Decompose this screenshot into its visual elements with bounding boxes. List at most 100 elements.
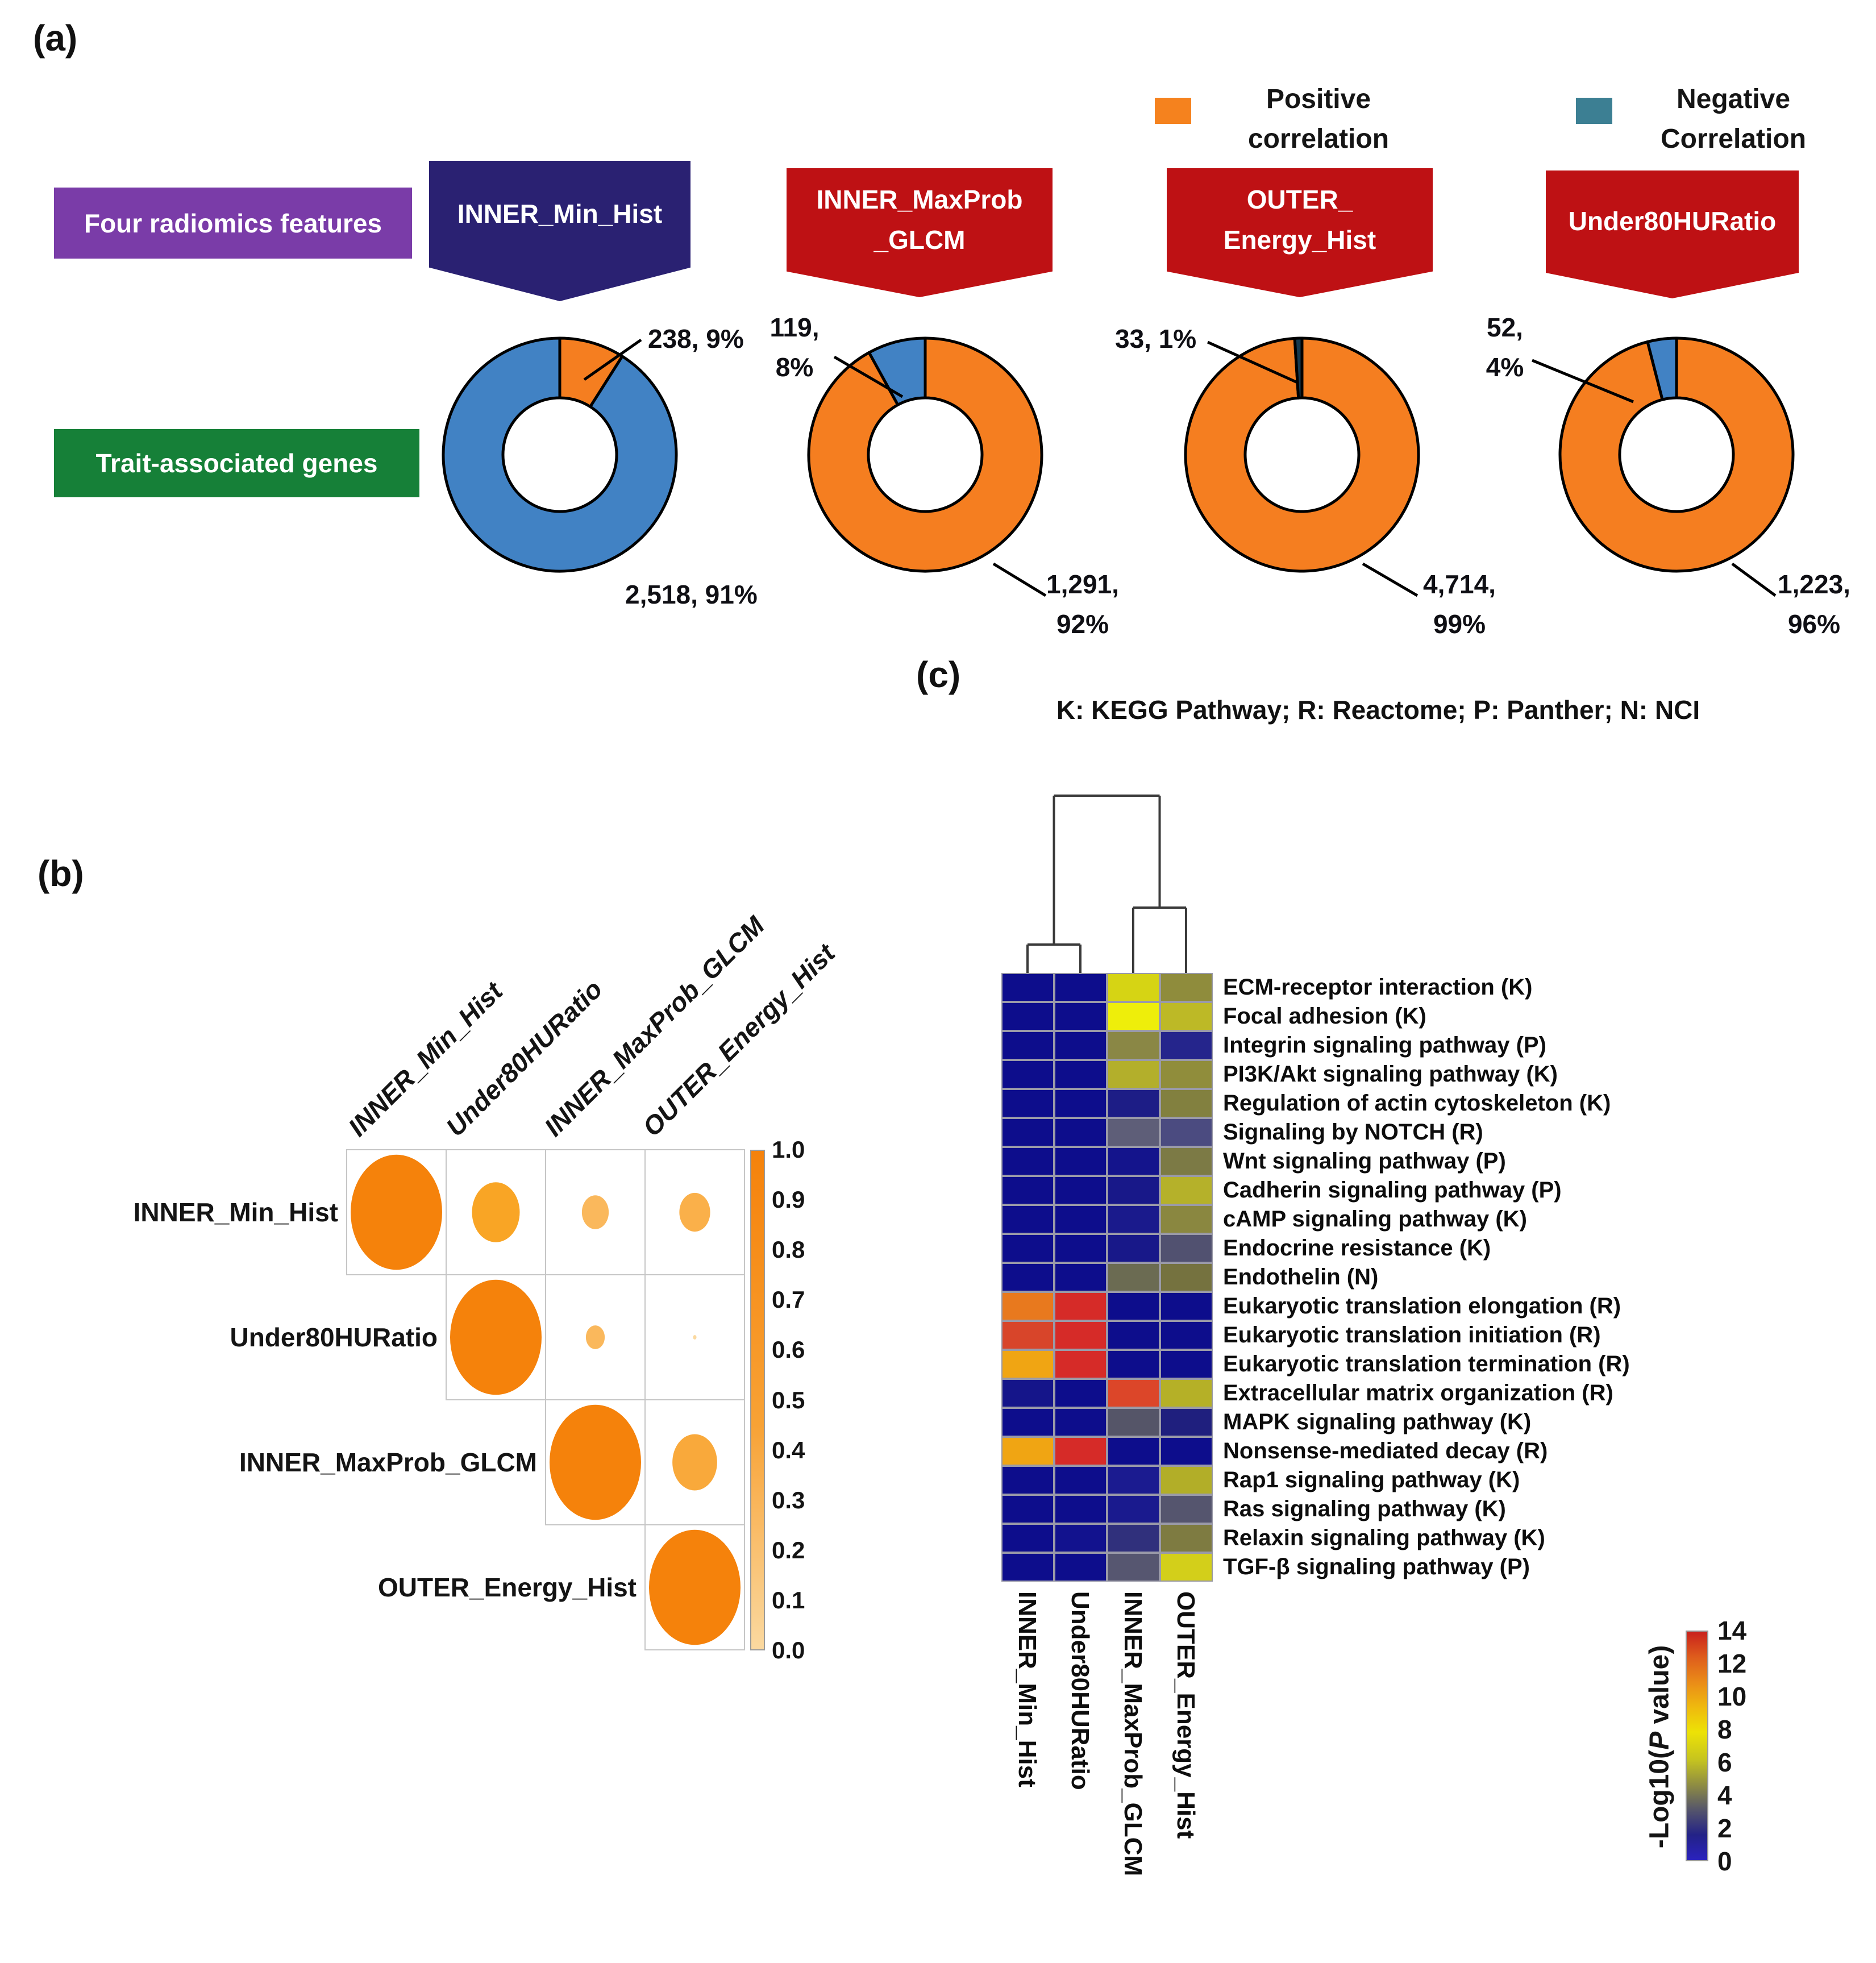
heatmap-row-label: Focal adhesion (K) <box>1223 1004 1426 1029</box>
correlation-bubble <box>581 1195 609 1229</box>
heatmap-row-label: Nonsense-mediated decay (R) <box>1223 1438 1548 1463</box>
heatmap-colorbar-tick: 12 <box>1717 1649 1747 1678</box>
heatmap-cell <box>1108 1525 1159 1552</box>
donut-slice-positive <box>1184 336 1420 573</box>
heatmap-cell <box>1055 1264 1106 1291</box>
donut-minor-label: 238, 9% <box>648 324 744 353</box>
feature-banner-label: INNER_Min_Hist <box>457 199 663 229</box>
heatmap-cell <box>1003 1496 1053 1523</box>
heatmap-cell <box>1055 1409 1106 1436</box>
donut-slice-negative <box>442 336 678 573</box>
correlation-bubble <box>585 1325 605 1349</box>
heatmap-row-label: Endothelin (N) <box>1223 1265 1379 1290</box>
heatmap-colorbar <box>1686 1631 1708 1861</box>
heatmap-cell <box>1003 1061 1053 1088</box>
heatmap-row-label: Eukaryotic translation termination (R) <box>1223 1351 1630 1376</box>
heatmap-cell <box>1055 1206 1106 1233</box>
heatmap-cell <box>1161 1003 1212 1030</box>
heatmap-cell <box>1161 1322 1212 1349</box>
dendrogram <box>1026 795 1187 973</box>
heatmap-cell <box>1108 1351 1159 1378</box>
correlation-bubble-matrix <box>346 1149 745 1650</box>
heatmap-cell <box>1055 1032 1106 1059</box>
donut-slice-negative <box>867 336 927 406</box>
bubble-colorbar-tick: 0.3 <box>772 1486 805 1513</box>
donut-leader-line <box>1532 359 1634 404</box>
donut-charts: 238, 9%2,518, 91%119,8%1,291,92%33, 1%4,… <box>442 313 1850 639</box>
heatmap-row-label: Wnt signaling pathway (P) <box>1223 1149 1506 1174</box>
heatmap-cell <box>1161 1090 1212 1117</box>
heatmap-cell <box>1055 1235 1106 1262</box>
heatmap-cell <box>1055 1380 1106 1407</box>
bubble-colorbar-tick: 0.7 <box>772 1286 805 1313</box>
heatmap-cell <box>1108 1496 1159 1523</box>
correlation-bubble <box>550 1404 641 1520</box>
heatmap-cell <box>1003 1032 1053 1059</box>
heatmap-cell <box>1055 1119 1106 1146</box>
heatmap-cell <box>1161 1554 1212 1581</box>
bubble-colorbar-tick: 0.8 <box>772 1236 805 1263</box>
heatmap-cell <box>1108 1119 1159 1146</box>
heatmap-column-label: Under80HURatio <box>1066 1591 1094 1790</box>
features-box: Four radiomics features <box>54 188 412 259</box>
heatmap-row-label: Eukaryotic translation elongation (R) <box>1223 1294 1621 1319</box>
panel-a-label: (a) <box>33 18 78 59</box>
correlation-bubble <box>472 1182 520 1242</box>
panel-b-label: (b) <box>38 853 84 894</box>
heatmap-colorbar-tick: 0 <box>1717 1846 1732 1876</box>
heatmap-cell <box>1108 1090 1159 1117</box>
correlation-bubble <box>693 1335 697 1340</box>
heatmap-cell <box>1108 1554 1159 1581</box>
heatmap-cell <box>1161 1119 1212 1146</box>
heatmap-colorbar-tick: 4 <box>1717 1781 1732 1810</box>
donut-leader-line <box>992 562 1047 597</box>
bubble-row-label: INNER_Min_Hist <box>133 1197 338 1227</box>
heatmap-colorbar-tick: 10 <box>1717 1682 1747 1711</box>
heatmap-cell <box>1108 1235 1159 1262</box>
heatmap-cell <box>1108 1322 1159 1349</box>
heatmap-row-label: TGF-β signaling pathway (P) <box>1223 1554 1530 1579</box>
correlation-bubble <box>450 1279 542 1395</box>
heatmap-cell <box>1161 1177 1212 1204</box>
heatmap-cell <box>1161 1467 1212 1494</box>
heatmap-cell <box>1003 1380 1053 1407</box>
heatmap-cell <box>1003 1003 1053 1030</box>
heatmap-cell <box>1161 1148 1212 1175</box>
heatmap-cell <box>1108 1206 1159 1233</box>
heatmap-cell <box>1161 1438 1212 1465</box>
heatmap-cell <box>1055 1467 1106 1494</box>
heatmap-cell <box>1161 1061 1212 1088</box>
heatmap-cell <box>1003 1525 1053 1552</box>
heatmap-colorbar-tick: 2 <box>1717 1814 1732 1843</box>
bubble-row-label: Under80HURatio <box>230 1322 438 1352</box>
feature-banner: INNER_Min_Hist <box>429 161 690 301</box>
donut-leader-line <box>833 355 904 398</box>
heatmap-column-label: INNER_Min_Hist <box>1013 1591 1041 1787</box>
donut-slice-negative <box>1293 336 1304 400</box>
feature-banner: Under80HURatio <box>1546 170 1799 298</box>
heatmap-cell <box>1055 1061 1106 1088</box>
donut-slice-positive <box>558 336 624 409</box>
heatmap-cell <box>1003 1177 1053 1204</box>
correlation-bubble <box>351 1154 442 1270</box>
heatmap-cell <box>1108 1148 1159 1175</box>
heatmap-cell <box>1003 1322 1053 1349</box>
donut-slice-negative <box>1646 336 1678 401</box>
legend-positive-swatch <box>1155 98 1191 124</box>
heatmap-cell <box>1108 1032 1159 1059</box>
donut-major-label: 2,518, 91% <box>625 580 758 609</box>
heatmap-cell <box>1003 1409 1053 1436</box>
correlation-bubble <box>672 1434 717 1491</box>
heatmap-row-label: Relaxin signaling pathway (K) <box>1223 1525 1545 1550</box>
heatmap-cell <box>1108 1409 1159 1436</box>
heatmap-cell <box>1161 1380 1212 1407</box>
heatmap-colorbar-label: -Log10(P value) <box>1644 1645 1675 1849</box>
heatmap-row-label: cAMP signaling pathway (K) <box>1223 1207 1527 1232</box>
bubble-row-label: INNER_MaxProb_GLCM <box>239 1448 537 1477</box>
correlation-bubble <box>679 1192 710 1232</box>
feature-banner: OUTER_Energy_Hist <box>1167 168 1433 297</box>
donut-minor-label: 119,8% <box>770 313 820 382</box>
heatmap-cell <box>1055 1525 1106 1552</box>
heatmap-cell <box>1108 1467 1159 1494</box>
